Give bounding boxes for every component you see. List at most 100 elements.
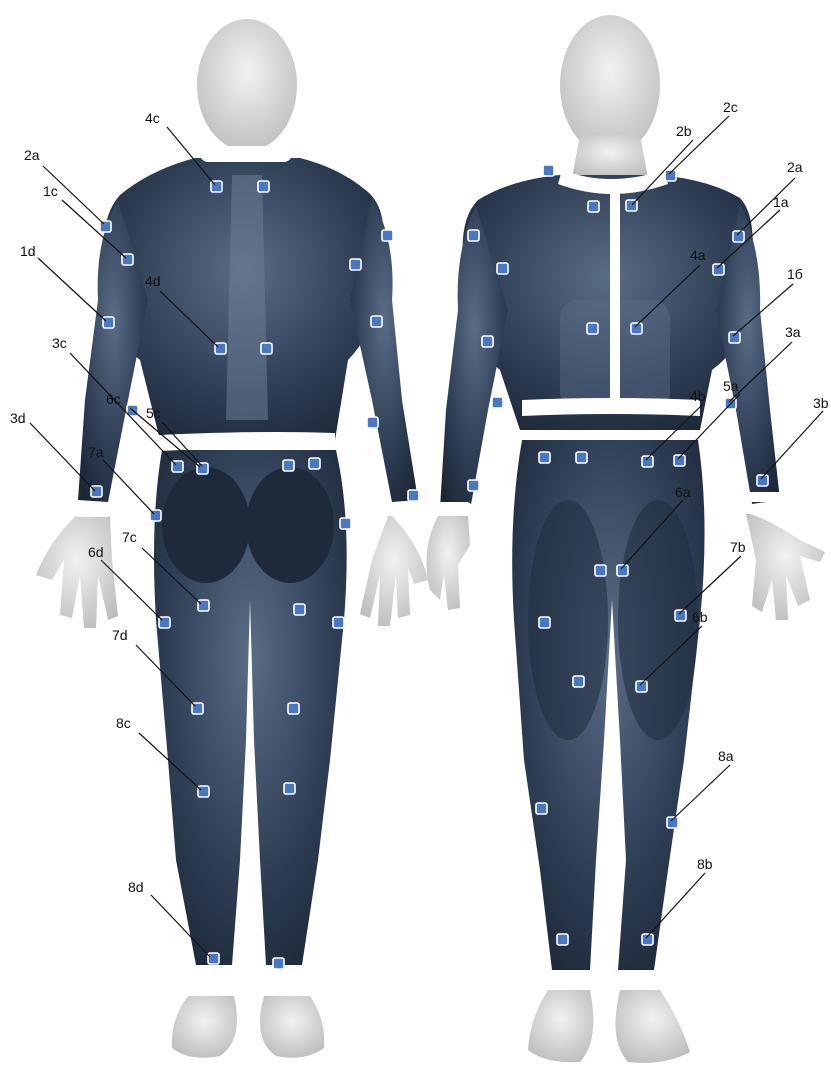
sensor-marker — [729, 332, 740, 343]
sensor-marker — [261, 343, 272, 354]
back-right-wrist-band — [386, 503, 422, 513]
label-6b: 6b — [692, 609, 708, 625]
label-7c: 7c — [122, 529, 137, 545]
back-right-ankle-band — [258, 984, 316, 996]
label-7b: 7b — [730, 539, 746, 555]
label-4c: 4c — [145, 110, 160, 126]
back-waist-band — [140, 432, 335, 452]
sensor-marker — [283, 460, 294, 471]
front-left-foot — [528, 990, 593, 1062]
label-2a-back: 2a — [24, 147, 40, 163]
label-8b: 8b — [697, 856, 713, 872]
sensor-marker — [536, 803, 547, 814]
front-figure — [426, 15, 825, 1063]
label-1d: 1d — [20, 243, 36, 259]
label-3b: 3b — [813, 395, 829, 411]
back-spine — [226, 175, 268, 420]
sensor-marker — [100, 221, 111, 232]
sensor-marker — [636, 681, 647, 692]
sensor-marker — [667, 817, 678, 828]
sensor-marker — [595, 565, 606, 576]
label-8d: 8d — [128, 879, 144, 895]
sensor-marker — [543, 165, 554, 176]
sensor-marker — [215, 343, 226, 354]
label-4b: 4b — [690, 388, 706, 404]
sensor-marker — [91, 486, 102, 497]
label-5a: 5a — [723, 378, 739, 394]
front-neck — [572, 135, 648, 178]
front-left-wrist-band — [436, 502, 472, 512]
front-left-hand — [426, 516, 470, 610]
back-head — [197, 19, 297, 151]
sensor-marker — [198, 600, 209, 611]
back-left-wrist-band — [74, 507, 112, 517]
sensor-marker — [367, 417, 378, 428]
back-neck-band — [200, 146, 292, 162]
sensor-marker — [631, 323, 642, 334]
sensor-marker — [309, 458, 320, 469]
sensor-marker — [197, 463, 208, 474]
label-3d: 3d — [10, 410, 26, 426]
sensor-marker — [576, 452, 587, 463]
sensor-marker — [587, 323, 598, 334]
sensor-marker — [258, 181, 269, 192]
front-right-ankle-band — [616, 976, 664, 988]
front-center-band — [610, 186, 620, 414]
sensor-marker — [284, 783, 295, 794]
sensor-marker — [382, 230, 393, 241]
sensor-marker — [294, 604, 305, 615]
sensor-marker — [371, 316, 382, 327]
sensor-marker — [539, 617, 550, 628]
sensor-marker — [573, 676, 584, 687]
label-3c: 3c — [52, 335, 67, 351]
sensor-marker — [288, 703, 299, 714]
label-8c: 8c — [116, 715, 131, 731]
back-left-ankle-band — [182, 984, 238, 996]
back-right-hand — [360, 516, 428, 626]
sensor-marker — [497, 263, 508, 274]
sensor-marker — [350, 259, 361, 270]
sensor-marker — [713, 264, 724, 275]
label-6d: 6d — [88, 544, 104, 560]
sensor-marker — [208, 953, 219, 964]
sensor-marker — [468, 230, 479, 241]
label-4a: 4a — [690, 247, 706, 263]
label-6c: 6c — [106, 391, 121, 407]
sensor-marker — [273, 958, 284, 969]
label-3a: 3a — [785, 324, 801, 340]
front-right-wrist-band — [746, 492, 786, 502]
sensor-marker — [198, 786, 209, 797]
sensor-marker — [482, 336, 493, 347]
back-figure — [36, 19, 428, 1058]
sensor-marker — [642, 456, 653, 467]
label-7a: 7a — [88, 444, 104, 460]
back-left-hand — [36, 516, 118, 628]
sensor-marker — [333, 617, 344, 628]
sensor-marker — [103, 317, 114, 328]
label-6a: 6a — [675, 484, 691, 500]
back-left-foot — [172, 996, 237, 1058]
sensor-marker — [408, 490, 419, 501]
label-2c: 2c — [723, 99, 738, 115]
label-1c: 1c — [43, 183, 58, 199]
front-head — [560, 15, 660, 155]
front-right-foot — [616, 990, 691, 1063]
back-glute-right — [246, 467, 334, 583]
label-4d: 4d — [145, 273, 161, 289]
back-right-foot — [260, 996, 324, 1058]
sensor-marker — [733, 231, 744, 242]
front-right-hand — [746, 514, 825, 620]
front-left-ankle-band — [546, 976, 592, 988]
label-1b: 1б — [787, 266, 803, 282]
front-waist-band — [522, 398, 700, 416]
label-1a: 1a — [773, 194, 789, 210]
label-7d: 7d — [112, 627, 128, 643]
label-5c: 5c — [146, 405, 161, 421]
sensor-marker — [665, 170, 676, 181]
sensor-marker — [340, 518, 351, 529]
label-8a: 8a — [718, 748, 734, 764]
back-glute-left — [162, 467, 250, 583]
sensor-marker — [557, 934, 568, 945]
sensor-marker — [588, 201, 599, 212]
